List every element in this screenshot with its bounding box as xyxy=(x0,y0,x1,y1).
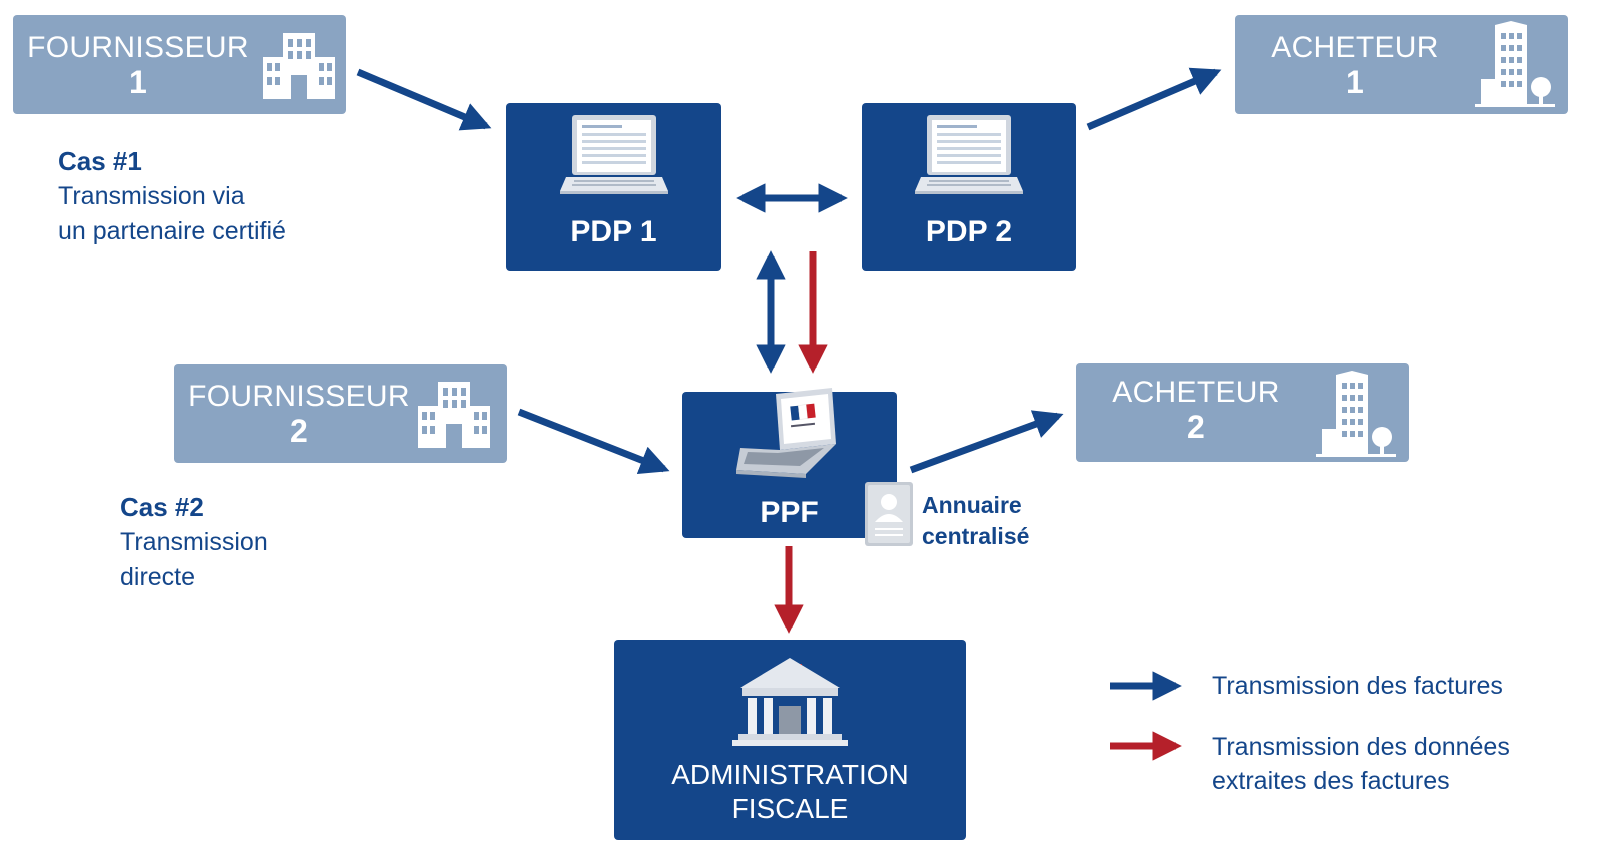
case-2-text: Cas #2 Transmission directe xyxy=(120,490,268,595)
office-building-icon xyxy=(263,33,335,99)
fournisseur-1-number: 1 xyxy=(128,64,148,100)
pdp-2-box: PDP 2 xyxy=(862,103,1076,271)
fournisseur-2-label: FOURNISSEUR 2 xyxy=(184,380,414,448)
case-1-text: Cas #1 Transmission via un partenaire ce… xyxy=(58,144,286,249)
annuaire-label: Annuaire centralisé xyxy=(922,490,1029,552)
case-1-line-2: un partenaire certifié xyxy=(58,217,286,245)
legend-invoices-label: Transmission des factures xyxy=(1212,672,1503,700)
arrow-pdp2-to-acheteur1 xyxy=(1086,67,1222,131)
acheteur-2-box: ACHETEUR 2 xyxy=(1076,363,1409,462)
case-2-line-1: Transmission xyxy=(120,528,268,556)
legend-data-label: Transmission des données extraites des f… xyxy=(1212,730,1510,798)
acheteur-1-number: 1 xyxy=(1345,64,1365,100)
legend-data-line-2: extraites des factures xyxy=(1212,767,1450,795)
pdp-2-label: PDP 2 xyxy=(925,215,1013,248)
acheteur-2-number: 2 xyxy=(1186,409,1206,445)
ppf-box: PPF xyxy=(682,388,897,538)
annuaire-line-2: centralisé xyxy=(922,523,1030,549)
administration-line-1: ADMINISTRATION xyxy=(671,759,909,790)
pdp-1-box: PDP 1 xyxy=(506,103,721,271)
acheteur-1-label: ACHETEUR 1 xyxy=(1255,31,1455,99)
office-building-icon xyxy=(418,382,490,448)
fournisseur-1-label: FOURNISSEUR 1 xyxy=(23,31,253,99)
case-1-line-1: Transmission via xyxy=(58,182,245,210)
fournisseur-2-name: FOURNISSEUR xyxy=(188,380,410,413)
fournisseur-2-box: FOURNISSEUR 2 xyxy=(174,364,507,463)
fournisseur-1-box: FOURNISSEUR 1 xyxy=(13,15,346,114)
case-2-line-2: directe xyxy=(120,563,196,591)
arrow-ppf-to-acheteur2 xyxy=(909,410,1064,474)
acheteur-2-name: ACHETEUR xyxy=(1112,376,1280,409)
administration-line-2: FISCALE xyxy=(731,793,849,824)
arrow-fournisseur2-to-ppf xyxy=(517,408,670,475)
administration-fiscale-label: ADMINISTRATION FISCALE xyxy=(614,758,966,826)
acheteur-2-label: ACHETEUR 2 xyxy=(1096,376,1296,444)
tower-building-icon xyxy=(1316,371,1396,457)
legend-data-line-1: Transmission des données xyxy=(1212,733,1510,761)
laptop-icon xyxy=(915,115,1023,194)
laptop-flag-icon xyxy=(736,388,836,478)
annuaire-line-1: Annuaire xyxy=(922,492,1022,518)
contact-card-icon xyxy=(865,482,913,546)
arrow-fournisseur1-to-pdp1 xyxy=(356,68,492,131)
acheteur-1-box: ACHETEUR 1 xyxy=(1235,15,1568,114)
fournisseur-1-name: FOURNISSEUR xyxy=(27,31,249,64)
fournisseur-2-number: 2 xyxy=(289,413,309,449)
ppf-label: PPF xyxy=(760,496,819,529)
case-2-title: Cas #2 xyxy=(120,492,204,522)
tower-building-icon xyxy=(1475,21,1555,107)
laptop-icon xyxy=(560,115,668,194)
acheteur-1-name: ACHETEUR xyxy=(1271,31,1439,64)
administration-fiscale-box: ADMINISTRATION FISCALE xyxy=(614,640,966,840)
pdp-1-label: PDP 1 xyxy=(570,215,657,248)
case-1-title: Cas #1 xyxy=(58,146,142,176)
government-building-icon xyxy=(732,658,848,746)
